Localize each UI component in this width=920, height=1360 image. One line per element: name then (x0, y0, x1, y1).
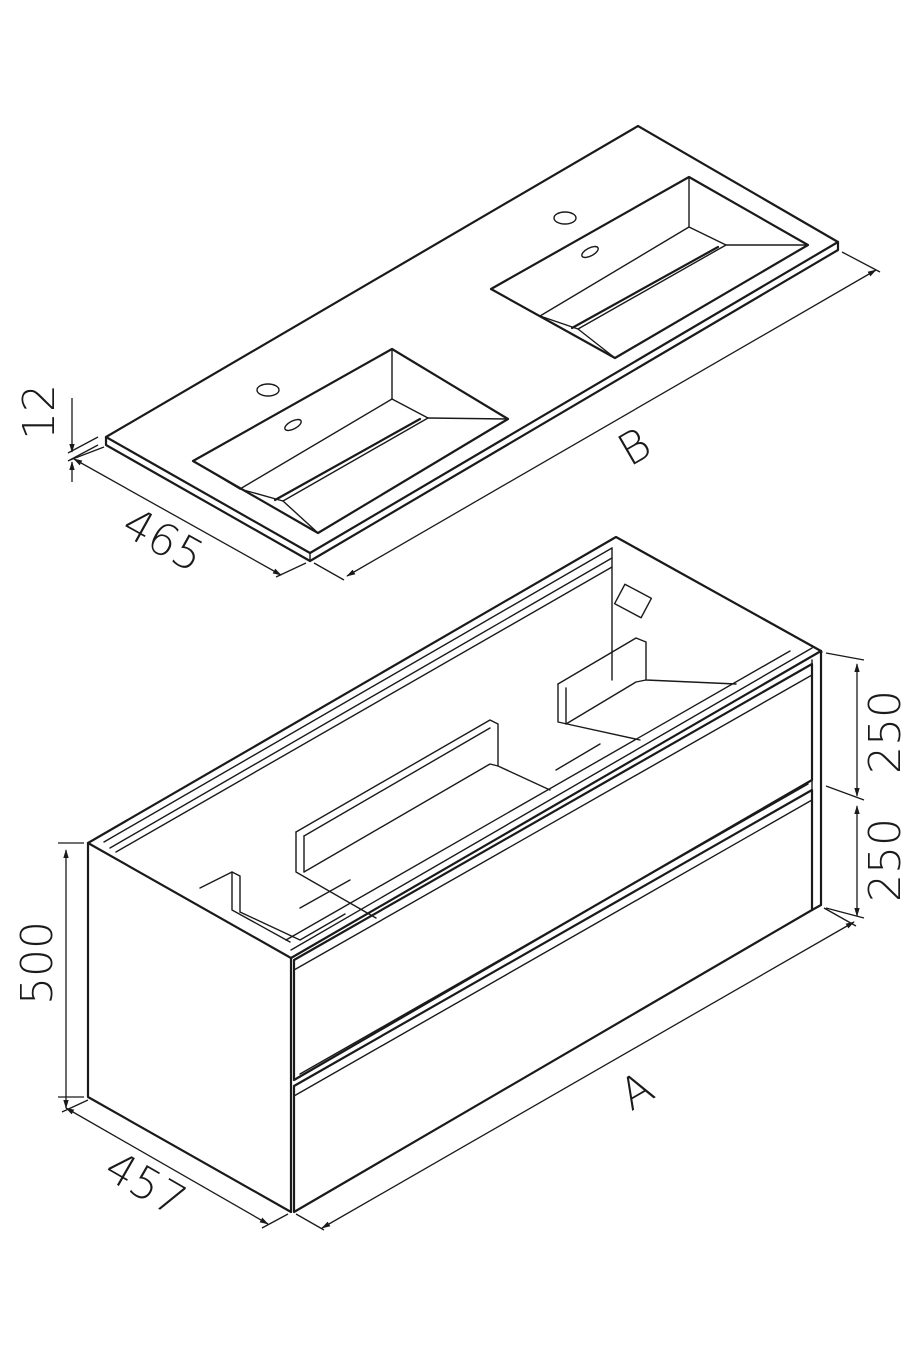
right-tap-hole (553, 211, 577, 225)
dimension-basin-width: B (313, 251, 881, 581)
cabinet-depth-label: 457 (96, 1141, 194, 1227)
cabinet-right-side (810, 649, 823, 912)
cabinet: 500 457 A 250 250 (12, 535, 911, 1231)
right-overflow-slot (581, 245, 599, 259)
dimension-cabinet-height: 500 (12, 842, 84, 1109)
dimension-basin-depth: 465 (69, 446, 307, 583)
cabinet-left-side (86, 841, 293, 1214)
cabinet-width-label: A (611, 1062, 663, 1121)
basin-width-label: B (610, 418, 660, 477)
basin-top: 12 465 B (14, 124, 881, 583)
left-overflow-slot (284, 418, 302, 432)
hanging-bracket (613, 583, 653, 619)
basin-top-edge (104, 240, 840, 563)
left-basin (191, 347, 510, 535)
dimension-cabinet-width: A (295, 907, 857, 1231)
right-basin (489, 175, 810, 360)
basin-thickness-label: 12 (14, 384, 65, 440)
dimension-cabinet-depth: 457 (61, 1099, 289, 1229)
basin-depth-label: 465 (114, 498, 212, 583)
upper-drawer (292, 662, 814, 1082)
internal-drawer-boxes (199, 583, 737, 943)
basin-top-surface (104, 124, 840, 555)
upper-drawer-height-label: 250 (860, 690, 911, 774)
cabinet-height-label: 500 (12, 921, 63, 1005)
left-tap-hole (256, 383, 280, 397)
lower-drawer-height-label: 250 (860, 818, 911, 902)
dimension-drawer-heights: 250 250 (825, 652, 911, 919)
dimension-basin-thickness: 12 (14, 384, 99, 482)
lower-drawer (292, 788, 814, 1214)
